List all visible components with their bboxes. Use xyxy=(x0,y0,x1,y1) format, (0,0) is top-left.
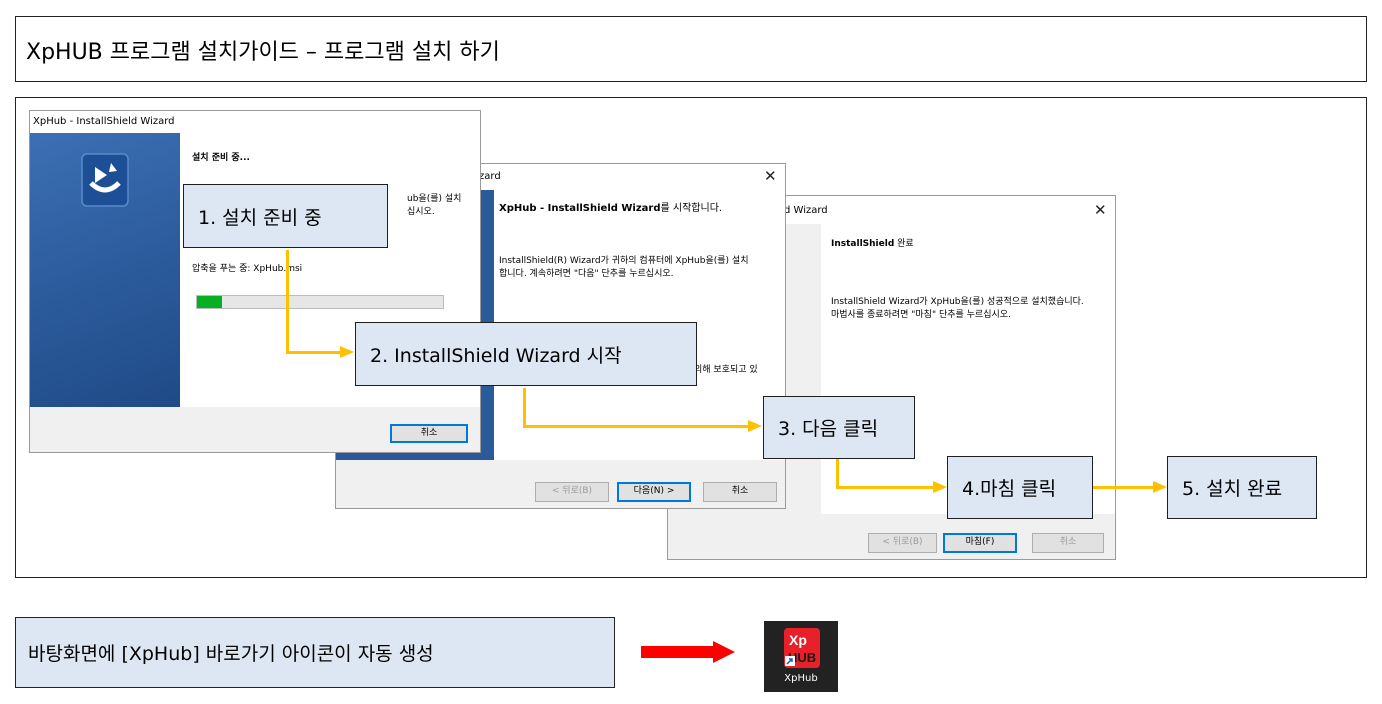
connector-4-horizontal xyxy=(1093,486,1155,489)
complete-body-line1: InstallShield Wizard가 XpHub을(를) 성공적으로 설치… xyxy=(831,297,1084,307)
finish-button[interactable]: 마침(F) xyxy=(943,533,1017,553)
progress-fill xyxy=(197,296,222,308)
window-title: d Wizard xyxy=(784,205,828,216)
start-body-line1: InstallShield(R) Wizard가 귀하의 컴퓨터에 XpHub을… xyxy=(499,256,749,266)
connector-2-vertical xyxy=(523,388,526,428)
callout-step4: 4.마침 클릭 xyxy=(947,456,1093,519)
callout-step2: 2. InstallShield Wizard 시작 xyxy=(355,322,697,386)
start-body-line2: 합니다. 계속하려면 "다음" 단추를 누르십시오. xyxy=(499,269,674,279)
svg-text:HUB: HUB xyxy=(788,650,816,665)
cancel-button[interactable]: 취소 xyxy=(390,424,468,443)
shortcut-note: 바탕화면에 [XpHub] 바로가기 아이콘이 자동 생성 xyxy=(15,617,615,688)
start-heading-rest: 를 시작합니다. xyxy=(660,203,723,214)
installshield-logo-icon xyxy=(81,153,129,207)
cancel-button[interactable]: 취소 xyxy=(1032,533,1104,553)
back-button[interactable]: < 뒤로(B) xyxy=(535,482,609,502)
complete-heading-rest: 완료 xyxy=(894,239,914,249)
arrow-head xyxy=(933,481,947,493)
complete-heading: InstallShield 완료 xyxy=(831,236,914,249)
back-button[interactable]: < 뒤로(B) xyxy=(868,533,937,553)
next-button[interactable]: 다음(N) > xyxy=(617,482,691,502)
arrow-head xyxy=(748,420,762,432)
progress-bar xyxy=(196,295,444,309)
title-box: XpHUB 프로그램 설치가이드 – 프로그램 설치 하기 xyxy=(15,16,1367,82)
shortcut-label: XpHub xyxy=(784,673,818,684)
window-title: zard xyxy=(479,171,501,182)
complete-body-line2: 마법사를 종료하려면 "마침" 단추를 누르십시오. xyxy=(831,310,1011,320)
wizard-window-preparing: XpHub - InstallShield Wizard 설치 준비 중... … xyxy=(29,110,481,453)
arrow-head xyxy=(1153,481,1167,493)
red-arrow xyxy=(641,641,735,663)
preparing-line2: 십시오. xyxy=(407,207,435,217)
extract-status: 압축을 푸는 중: XpHub.msi xyxy=(192,264,303,274)
start-heading-bold: XpHub - InstallShield Wizard xyxy=(499,203,661,214)
xphub-shortcut[interactable]: Xp HUB XpHub xyxy=(764,621,838,692)
connector-2-horizontal xyxy=(523,425,750,428)
callout-step1: 1. 설치 준비 중 xyxy=(183,184,388,248)
page-title: XpHUB 프로그램 설치가이드 – 프로그램 설치 하기 xyxy=(26,40,500,65)
svg-text:Xp: Xp xyxy=(789,632,807,648)
close-icon[interactable]: ✕ xyxy=(1094,201,1107,219)
preparing-line1: ub을(를) 설치 xyxy=(407,194,462,204)
preparing-heading: 설치 준비 중... xyxy=(192,153,250,163)
connector-1-vertical xyxy=(286,250,289,354)
callout-step3: 3. 다음 클릭 xyxy=(763,396,915,459)
connector-3-vertical xyxy=(836,455,839,489)
callout-step5: 5. 설치 완료 xyxy=(1167,456,1317,519)
xphub-shortcut-icon: Xp HUB xyxy=(784,628,820,668)
close-icon[interactable]: ✕ xyxy=(764,167,777,185)
connector-1-horizontal xyxy=(286,351,342,354)
start-heading: XpHub - InstallShield Wizard를 시작합니다. xyxy=(499,199,722,214)
window-title: XpHub - InstallShield Wizard xyxy=(33,116,175,127)
cancel-button[interactable]: 취소 xyxy=(703,482,777,502)
copyright-text: 의해 보호되고 있 xyxy=(694,365,758,375)
connector-3-horizontal xyxy=(836,486,935,489)
complete-heading-bold: InstallShield xyxy=(831,239,895,249)
arrow-head xyxy=(340,346,354,358)
